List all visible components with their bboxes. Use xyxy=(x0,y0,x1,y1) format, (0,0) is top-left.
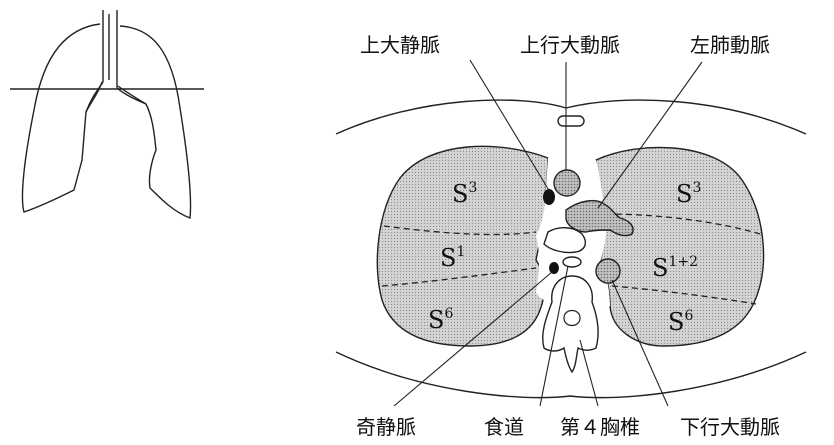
leader-descending-aorta xyxy=(611,279,669,407)
segment-left-middle: S1+2 xyxy=(652,254,698,282)
bronchus xyxy=(543,227,587,254)
anatomy-labels: 上大静脈 上行大動脈 左肺動脈 奇静脈 食道 第４胸椎 下行大動脈 xyxy=(356,33,780,439)
sternum xyxy=(557,115,585,127)
spinal-canal xyxy=(563,309,581,327)
label-azygos-vein: 奇静脈 xyxy=(356,415,416,439)
leader-lines xyxy=(393,59,703,407)
right-lung-outline xyxy=(21,23,103,213)
body-outline-bottom xyxy=(335,351,807,399)
segment-right-middle: S1 xyxy=(440,244,465,272)
ascending-aorta xyxy=(553,169,581,197)
label-left-pulmonary-artery: 左肺動脈 xyxy=(690,33,770,57)
left-fissure-lower xyxy=(611,285,757,305)
cross-section xyxy=(335,99,807,399)
label-superior-vena-cava: 上大静脈 xyxy=(360,33,440,57)
azygos-vein xyxy=(549,262,559,274)
segment-left-lower: S6 xyxy=(668,308,693,336)
left-pulmonary-artery xyxy=(565,199,634,237)
superior-vena-cava xyxy=(543,189,555,205)
label-descending-aorta: 下行大動脈 xyxy=(680,415,780,439)
leader-vertebra xyxy=(579,339,599,407)
left-lung-outline xyxy=(117,25,192,219)
esophagus xyxy=(562,256,582,268)
segment-labels: S3 S1 S6 S3 S1+2 S6 xyxy=(428,180,701,336)
right-fissure-upper xyxy=(383,225,537,236)
segment-right-lower: S6 xyxy=(428,306,453,334)
label-fourth-thoracic-vertebra: 第４胸椎 xyxy=(560,415,640,439)
label-ascending-aorta: 上行大動脈 xyxy=(520,33,620,57)
segment-left-upper: S3 xyxy=(676,180,701,208)
segment-right-upper: S3 xyxy=(452,180,477,208)
trachea-outline xyxy=(102,10,118,88)
leader-azygos-vein xyxy=(393,271,553,407)
leader-left-pulmonary-artery xyxy=(597,61,703,209)
left-fissure-upper xyxy=(605,213,761,235)
leader-esophagus xyxy=(539,265,569,407)
chest-outline-thumbnail xyxy=(10,10,204,219)
leader-superior-vena-cava xyxy=(469,59,551,193)
label-esophagus: 食道 xyxy=(484,415,524,439)
descending-aorta xyxy=(595,258,621,284)
